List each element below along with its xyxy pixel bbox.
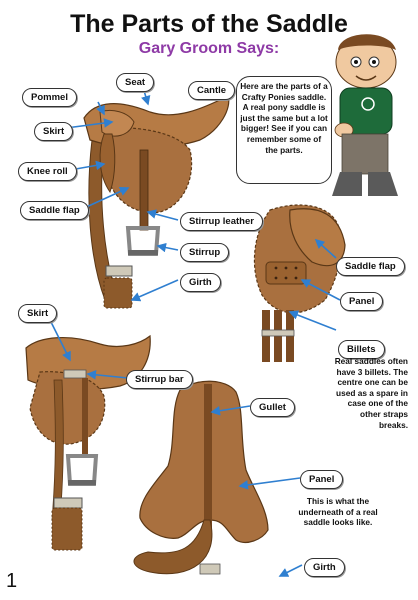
label-billets: Billets bbox=[338, 340, 385, 359]
saddle-side-view-3 bbox=[25, 334, 151, 551]
label-skirt-2: Skirt bbox=[18, 304, 58, 323]
label-girth-2: Girth bbox=[304, 558, 345, 577]
label-stirrup-bar: Stirrup bar bbox=[126, 370, 193, 389]
label-skirt: Skirt bbox=[34, 122, 74, 141]
page-number: 1 bbox=[6, 570, 18, 592]
billets-note: Real saddles often have 3 billets. The c… bbox=[334, 356, 408, 430]
saddle-underneath bbox=[133, 380, 269, 575]
label-stirrup: Stirrup bbox=[180, 243, 230, 262]
label-cantle: Cantle bbox=[188, 81, 236, 100]
label-gullet: Gullet bbox=[250, 398, 295, 417]
page-title: The Parts of the Saddle bbox=[70, 10, 348, 38]
label-panel-2: Panel bbox=[300, 470, 344, 489]
pointer-arrows bbox=[47, 83, 341, 577]
saddle-side-view-2 bbox=[253, 204, 346, 362]
gary-groom-character bbox=[332, 34, 398, 196]
label-stirrup-leather: Stirrup leather bbox=[180, 212, 263, 231]
label-pommel: Pommel bbox=[22, 88, 77, 107]
speech-bubble: Here are the parts of a Crafty Ponies sa… bbox=[236, 76, 332, 184]
page-subtitle: Gary Groom Says: bbox=[138, 40, 280, 57]
label-saddle-flap-2: Saddle flap bbox=[336, 257, 405, 276]
label-girth: Girth bbox=[180, 273, 221, 292]
label-panel: Panel bbox=[340, 292, 384, 311]
label-knee-roll: Knee roll bbox=[18, 162, 77, 181]
underneath-note: This is what the underneath of a real sa… bbox=[298, 496, 378, 528]
label-seat: Seat bbox=[116, 73, 155, 92]
label-saddle-flap: Saddle flap bbox=[20, 201, 89, 220]
